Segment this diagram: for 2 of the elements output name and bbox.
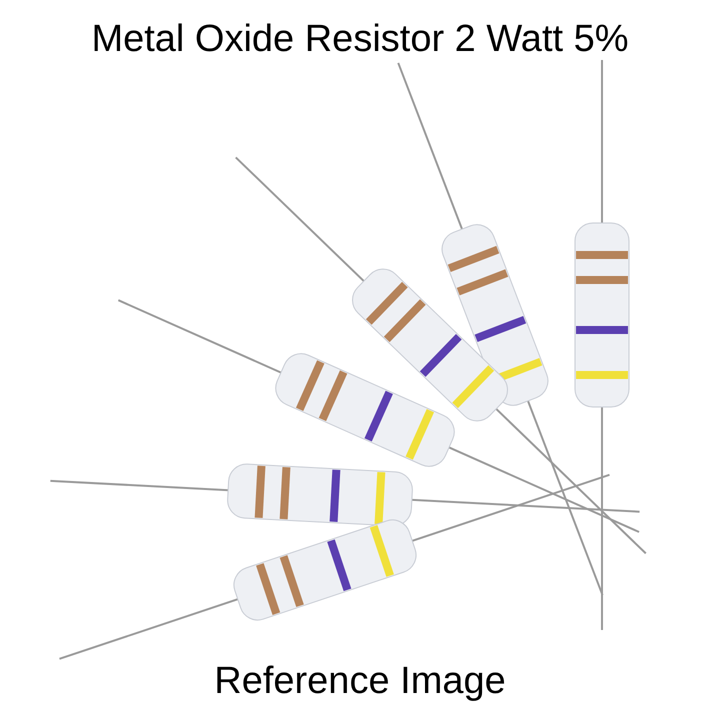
caption: Reference Image — [213, 660, 507, 703]
title: Metal Oxide Resistor 2 Watt 5% — [90, 18, 630, 61]
